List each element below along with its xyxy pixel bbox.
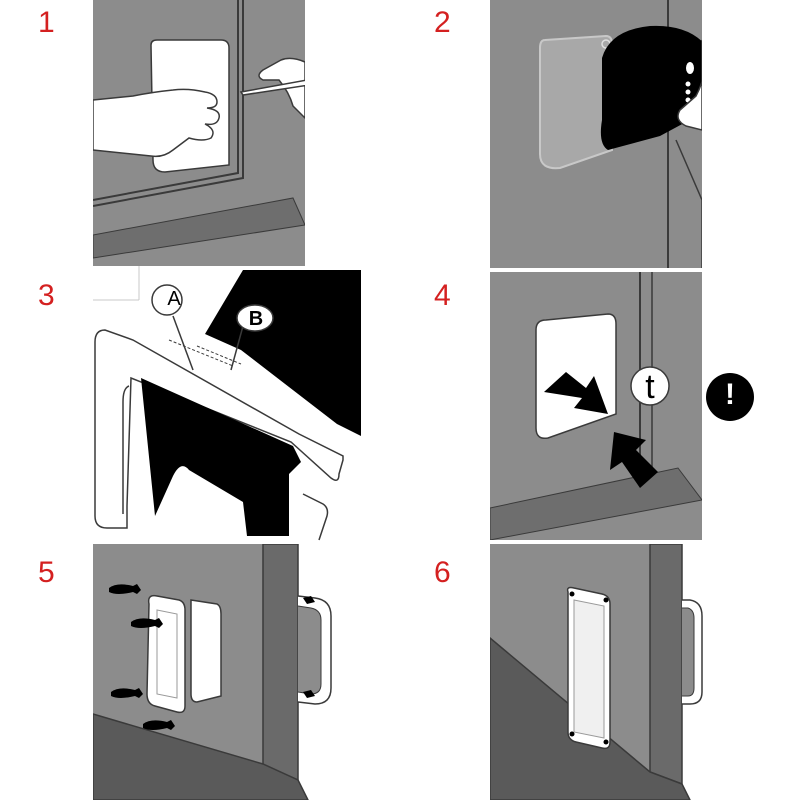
jigsaw-icon bbox=[600, 25, 702, 150]
door-opening bbox=[539, 34, 613, 170]
arrow-icon bbox=[131, 618, 163, 628]
door-flap-frame bbox=[146, 594, 186, 714]
label-t: t bbox=[645, 368, 655, 406]
arrow-icon bbox=[303, 690, 315, 698]
hand-icon bbox=[258, 57, 305, 120]
arrow-icon bbox=[143, 720, 175, 730]
step-number-3: 3 bbox=[38, 279, 55, 312]
door-flap-frame bbox=[94, 329, 344, 529]
panel-step-3 bbox=[93, 266, 365, 546]
arrow-icon bbox=[303, 596, 315, 604]
panel-step-2 bbox=[490, 0, 702, 268]
panel-step-5 bbox=[93, 544, 332, 800]
arrow-icon bbox=[109, 584, 141, 594]
warning-symbol: ! bbox=[725, 378, 735, 411]
step-number-4: 4 bbox=[434, 279, 451, 312]
warning-icon bbox=[706, 373, 754, 421]
step-number-2: 2 bbox=[434, 6, 451, 39]
step-number-5: 5 bbox=[38, 556, 55, 589]
label-b: B bbox=[248, 308, 264, 330]
step-number-6: 6 bbox=[434, 556, 451, 589]
knife-icon bbox=[239, 79, 305, 96]
panel-step-4 bbox=[490, 272, 702, 540]
label-a: A bbox=[167, 288, 181, 310]
arrow-icon bbox=[544, 372, 608, 414]
hand-icon bbox=[677, 40, 702, 131]
panel-step-6 bbox=[490, 544, 703, 800]
arrow-icon bbox=[610, 432, 658, 488]
hand-icon bbox=[93, 88, 220, 158]
panel-step-1 bbox=[93, 0, 305, 268]
step-number-1: 1 bbox=[38, 6, 55, 39]
arrow-icon bbox=[111, 688, 143, 698]
